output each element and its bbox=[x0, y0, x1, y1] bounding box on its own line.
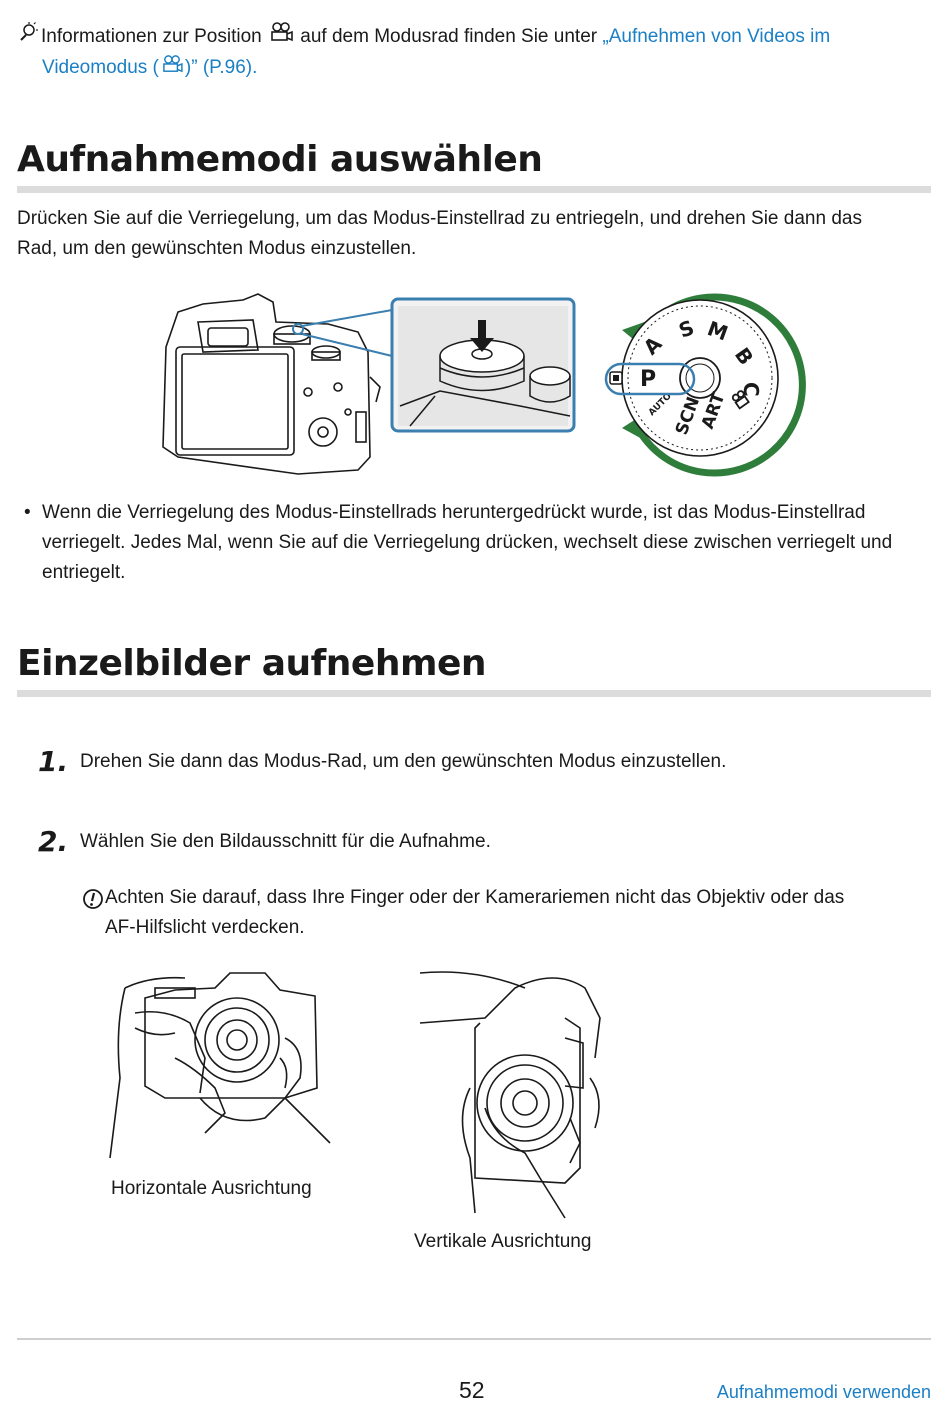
movie-camera-icon bbox=[267, 22, 295, 52]
step-text-2: Wählen Sie den Bildausschnitt für die Au… bbox=[80, 831, 491, 852]
caution-icon bbox=[82, 888, 104, 915]
bullet-line-2: verriegelt. Jedes Mal, wenn Sie auf die … bbox=[42, 532, 893, 553]
step-text-1: Drehen Sie dann das Modus-Rad, um den ge… bbox=[80, 751, 727, 772]
horizontal-grip-illustration bbox=[109, 972, 331, 1159]
caption-vertical: Vertikale Ausrichtung bbox=[414, 1231, 592, 1252]
heading-divider bbox=[17, 186, 931, 193]
intro-line-1: Drücken Sie auf die Verriegelung, um das… bbox=[17, 208, 862, 229]
tip-text-before: Informationen zur Position bbox=[41, 26, 262, 48]
chapter-link[interactable]: Aufnahmemodi verwenden bbox=[716, 1382, 931, 1402]
bullet-line-3: entriegelt. bbox=[42, 562, 126, 583]
video-mode-link[interactable]: „Aufnehmen von Videos im bbox=[602, 26, 831, 48]
intro-line-2: Rad, um den gewünschten Modus einzustell… bbox=[17, 238, 417, 259]
page-number: 52 bbox=[459, 1377, 485, 1403]
caption-horizontal: Horizontale Ausrichtung bbox=[111, 1178, 312, 1199]
hint-icon bbox=[17, 21, 41, 53]
heading-divider bbox=[17, 690, 931, 697]
step-number-1: 1. bbox=[38, 745, 69, 778]
bullet-line-1: Wenn die Verriegelung des Modus-Einstell… bbox=[42, 502, 866, 523]
tip-note: Informationen zur Position auf dem Modus… bbox=[17, 21, 917, 53]
mode-dial-diagram: S M B C A P AUTO SCN ART bbox=[604, 293, 806, 477]
vertical-grip-illustration bbox=[419, 971, 601, 1219]
caution-line-1: Achten Sie darauf, dass Ihre Finger oder… bbox=[105, 887, 845, 908]
link-text-end[interactable]: )” (P.96). bbox=[184, 57, 258, 79]
dial-label-c: C bbox=[739, 382, 763, 397]
camera-back-illustration bbox=[162, 293, 381, 475]
link-text-part[interactable]: Videomodus ( bbox=[42, 57, 159, 79]
mode-dial-closeup bbox=[292, 297, 576, 433]
dial-label-p: P bbox=[640, 367, 656, 392]
section-title-modes: Aufnahmemodi auswählen bbox=[17, 139, 543, 180]
intro-paragraph: Drücken Sie auf die Verriegelung, um das… bbox=[17, 204, 937, 264]
caution-line-2: AF-Hilfslicht verdecken. bbox=[105, 917, 305, 938]
tip-text-middle: auf dem Modusrad finden Sie unter bbox=[300, 26, 598, 48]
section-title-single-shots: Einzelbilder aufnehmen bbox=[17, 643, 487, 684]
bullet-marker: • bbox=[24, 502, 31, 523]
movie-camera-icon bbox=[159, 53, 185, 83]
caution-text: Achten Sie darauf, dass Ihre Finger oder… bbox=[105, 883, 925, 943]
video-mode-link-continued[interactable]: Videomodus ( )” (P.96). bbox=[42, 53, 257, 83]
bullet-item: • Wenn die Verriegelung des Modus-Einste… bbox=[24, 498, 939, 588]
movie-camera-icon bbox=[731, 390, 750, 410]
step-number-2: 2. bbox=[38, 825, 69, 858]
footer-divider bbox=[17, 1338, 931, 1340]
